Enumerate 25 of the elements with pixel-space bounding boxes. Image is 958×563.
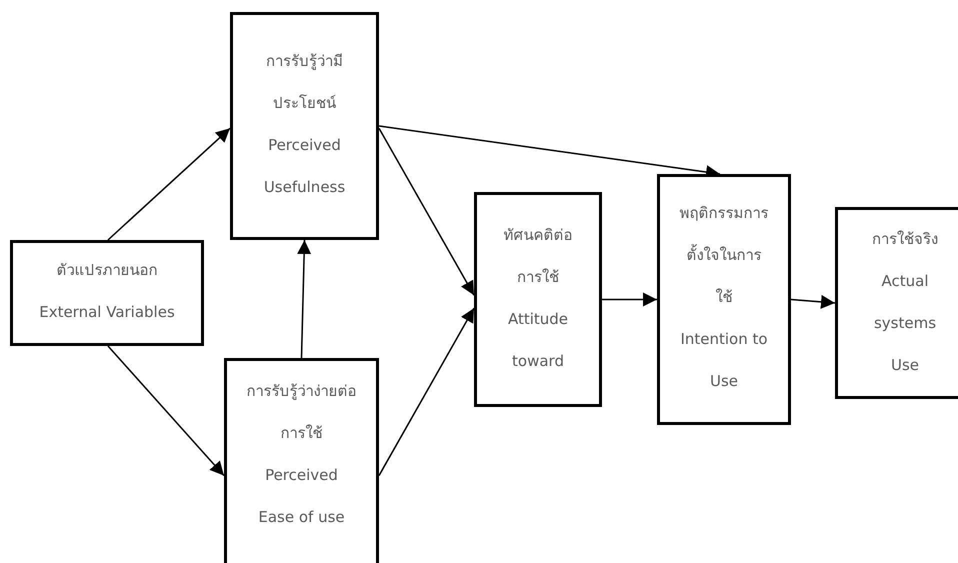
box-text: Perceived Usefulness	[262, 135, 346, 198]
arrow	[602, 292, 657, 306]
box-text: Intention to Use	[679, 329, 769, 392]
arrow	[107, 128, 230, 241]
box-text: ตัวแปรภายนอก	[56, 260, 158, 281]
box-text: ทัศนคติต่อการใช้	[502, 225, 574, 288]
box-text: Attitude toward	[506, 309, 570, 372]
concept-box	[474, 192, 602, 407]
arrow	[297, 240, 312, 358]
box-text: พฤติกรรมการตั้งใจในการใช้	[679, 203, 769, 308]
concept-box	[657, 174, 791, 425]
box-text: การรับรู้ว่าง่ายต่อการใช้	[246, 381, 358, 444]
arrow	[378, 128, 475, 296]
concept-box	[230, 12, 379, 240]
arrow	[107, 346, 225, 476]
box-text: การรับรู้ว่ามีประโยชน์	[265, 51, 344, 114]
arrow	[378, 308, 475, 476]
box-text: External Variables	[38, 302, 176, 323]
box-text: Actual systems Use	[872, 271, 938, 376]
arrow	[790, 294, 836, 309]
box-text: การใช้จริง	[871, 229, 939, 250]
concept-box	[835, 207, 958, 399]
concept-box	[10, 240, 204, 346]
concept-box	[224, 358, 379, 563]
box-text: Perceived Ease of use	[257, 465, 346, 528]
